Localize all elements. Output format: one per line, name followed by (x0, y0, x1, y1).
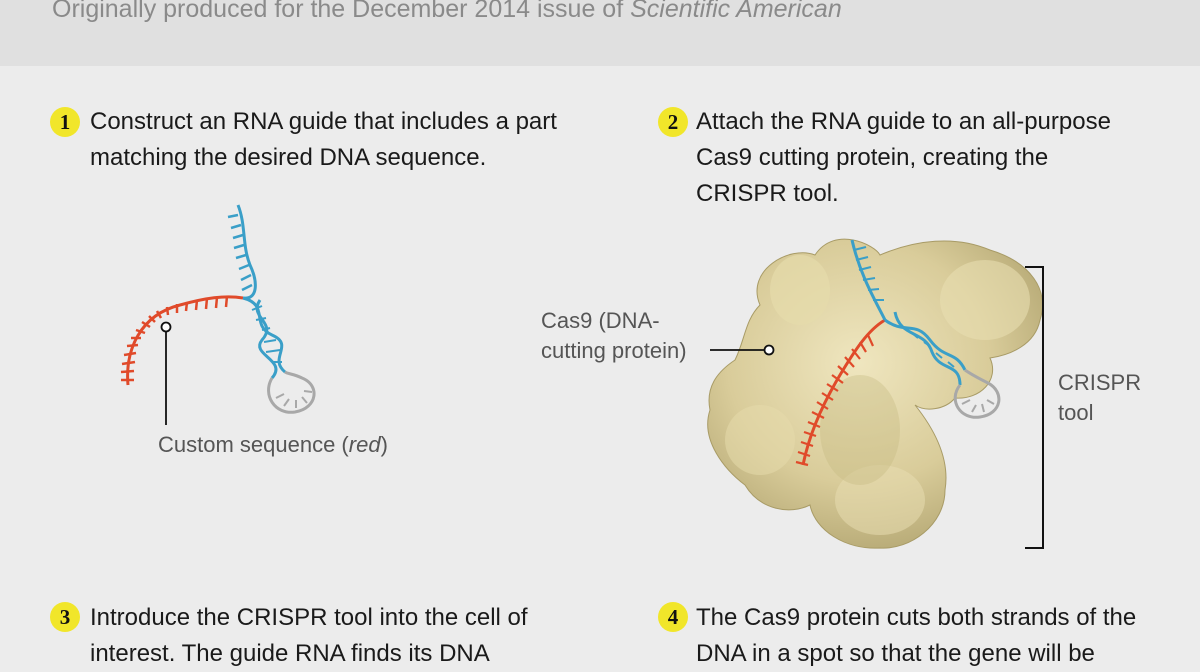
guide-rna-upper-bases (227, 213, 253, 292)
header-bar: Originally produced for the December 201… (0, 0, 1200, 66)
step-3-badge: 3 (50, 602, 80, 632)
cas9-label: Cas9 (DNA- cutting protein) (541, 308, 687, 363)
step-1-badge: 1 (50, 107, 80, 137)
cas9-leader (710, 344, 775, 356)
custom-rna-strand (126, 295, 244, 386)
bound-custom-bases (795, 334, 875, 467)
bound-loop-bases (961, 399, 995, 413)
guide-rna-helix-b (255, 299, 278, 379)
step-2-text: Attach the RNA guide to an all-purpose C… (696, 108, 1111, 207)
credit-line: Originally produced for the December 201… (52, 0, 842, 26)
bound-rna (795, 239, 1001, 467)
rna-loop-bases (275, 390, 313, 408)
guide-rna-strand (236, 204, 257, 300)
rna-guide (120, 204, 316, 414)
custom-rna-bases (120, 295, 229, 382)
bound-rna-loop (953, 368, 1001, 419)
publication-name: Scientific American (630, 0, 842, 23)
bound-guide-upper-bases (853, 246, 884, 301)
rna-loop (267, 370, 316, 414)
crispr-diagram (120, 204, 1044, 549)
bound-custom-rna (801, 318, 886, 466)
helix-rungs (251, 305, 282, 363)
bound-helix-a (884, 318, 967, 371)
crispr-bracket (1025, 266, 1044, 549)
step-2-badge: 2 (658, 107, 688, 137)
crispr-tool-label: CRISPR tool (1058, 370, 1142, 425)
cas9-protein (707, 238, 1044, 549)
custom-sequence-leader (160, 321, 172, 425)
bound-helix-rungs (899, 324, 955, 368)
custom-sequence-label: Custom sequence (red) (158, 432, 388, 457)
step-1-text: Construct an RNA guide that includes a p… (90, 108, 557, 171)
step-4-badge: 4 (658, 602, 688, 632)
